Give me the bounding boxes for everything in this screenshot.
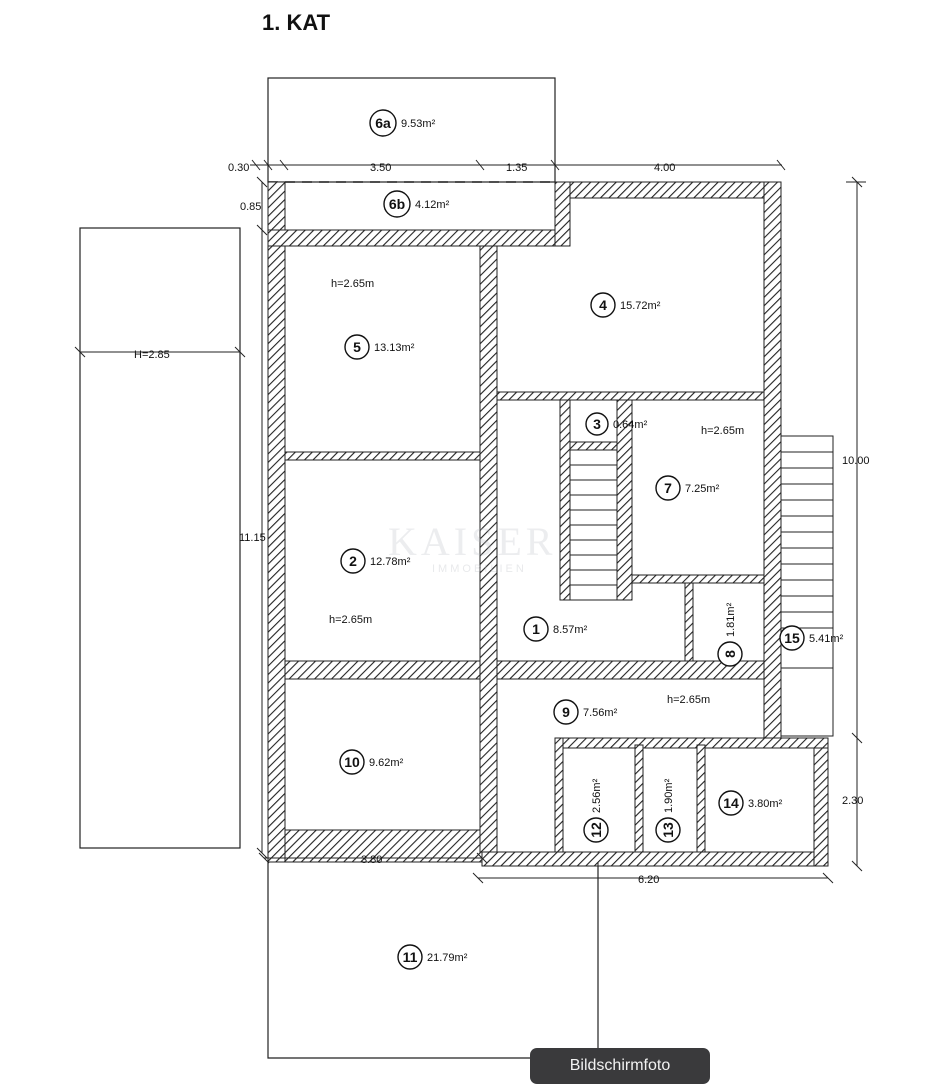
room-number: 14	[723, 795, 739, 811]
interior-walls	[284, 245, 765, 853]
room-label-14: 14 3.80m²	[718, 790, 783, 816]
room-number-circle	[340, 548, 366, 574]
room-label-11: 11 21.79m²	[397, 944, 468, 970]
room-area: 0.64m²	[613, 419, 648, 431]
room-number: 9	[562, 704, 570, 720]
room-number-circle	[585, 412, 609, 436]
watermark-brand: KAISER	[388, 519, 556, 564]
room-number-circle	[717, 641, 743, 667]
room-number-circle	[344, 334, 370, 360]
dim-left-total: 11.15	[239, 532, 266, 544]
room-number: 11	[403, 949, 418, 965]
room-area: 7.25m²	[685, 483, 720, 495]
room-label-4: 4 15.72m²	[590, 292, 661, 318]
dim-top-3: 4.00	[654, 162, 675, 174]
height-label-room5: h=2.65m	[331, 278, 374, 290]
room-label-1: 1 8.57m²	[523, 616, 588, 642]
room-label-2: 2 12.78m²	[340, 548, 411, 574]
dim-top-1: 3.50	[370, 162, 391, 174]
room-area: 8.57m²	[553, 624, 588, 636]
room-area: 1.90m²	[663, 778, 675, 813]
dim-top-0: 0.30	[228, 162, 249, 174]
room-number: 6b	[389, 196, 405, 212]
room-number: 5	[353, 339, 361, 355]
room-number: 4	[599, 297, 607, 313]
room-area: 1.81m²	[725, 602, 737, 637]
room-number-circle	[339, 749, 365, 775]
plan-title: 1. KAT	[262, 10, 331, 35]
height-labels: h=2.65m h=2.65m h=2.65m h=2.65m H=2.85	[134, 278, 744, 706]
terrace-left-outline	[79, 227, 241, 849]
dim-bottom-left: 3.80	[361, 854, 382, 866]
dim-right-main: 10.00	[842, 455, 870, 467]
screenshot-badge: Bildschirmfoto	[530, 1048, 710, 1084]
room-label-15: 15 5.41m²	[779, 625, 844, 651]
room-area: 21.79m²	[427, 952, 468, 964]
room-label-8: 8 1.81m²	[717, 602, 743, 667]
watermark-sub: IMMOBILIEN	[432, 563, 527, 575]
room-number: 3	[593, 416, 601, 432]
room-area: 15.72m²	[620, 300, 661, 312]
room-area: 5.41m²	[809, 633, 844, 645]
room-label-13: 13 1.90m²	[655, 778, 681, 843]
exterior-stairs	[780, 435, 834, 737]
room-number: 10	[344, 754, 360, 770]
room-number: 12	[588, 822, 604, 838]
room-label-6b: 6b 4.12m²	[383, 190, 450, 218]
room-area: 12.78m²	[370, 556, 411, 568]
room-area: 9.62m²	[369, 757, 404, 769]
room-label-9: 9 7.56m²	[553, 699, 618, 725]
room-area: 4.12m²	[415, 199, 450, 211]
dim-bottom-right: 6.20	[638, 874, 659, 886]
room-label-12: 12 2.56m²	[583, 778, 609, 843]
room-area: 7.56m²	[583, 707, 618, 719]
dim-right-lower: 2.30	[842, 795, 863, 807]
room-number-circle	[383, 190, 411, 218]
room-number: 2	[349, 553, 357, 569]
room-area: 3.80m²	[748, 798, 783, 810]
room-label-10: 10 9.62m²	[339, 749, 404, 775]
room-number: 1	[532, 621, 540, 637]
room-label-7: 7 7.25m²	[655, 475, 720, 501]
dimension-texts: 0.30 3.50 1.35 4.00 0.85 11.15 10.00 2.3…	[228, 162, 870, 886]
room-number: 13	[660, 822, 676, 838]
room-label-5: 5 13.13m²	[344, 334, 415, 360]
interior-stairs	[569, 449, 618, 601]
room-area: 13.13m²	[374, 342, 415, 354]
room-number-circle	[590, 292, 616, 318]
room-area: 2.56m²	[591, 778, 603, 813]
room-number-circle	[655, 817, 681, 843]
room-number-circle	[397, 944, 423, 970]
height-label-room7: h=2.65m	[701, 425, 744, 437]
dim-top-2: 1.35	[506, 162, 527, 174]
height-label-room9: h=2.65m	[667, 694, 710, 706]
room-number-circle	[718, 790, 744, 816]
dimension-lines	[74, 159, 866, 884]
room-label-3: 3 0.64m²	[585, 412, 648, 436]
room-number-circle	[583, 817, 609, 843]
room-number: 6a	[375, 115, 391, 131]
room-number-circle	[369, 109, 397, 137]
outer-walls	[267, 181, 829, 867]
room-number: 8	[722, 650, 738, 658]
room-area: 9.53m²	[401, 118, 436, 130]
room-number: 15	[784, 630, 800, 646]
room-label-6a: 6a 9.53m²	[369, 109, 436, 137]
room-number-circle	[523, 616, 549, 642]
dim-left-offset: 0.85	[240, 201, 261, 213]
room-number-circle	[553, 699, 579, 725]
height-label-terrace: H=2.85	[134, 349, 170, 361]
room-labels: 6a 9.53m² 6b 4.12m² 4 15.72m² 5 13.13m² 3 0.64m² 7…	[339, 109, 844, 970]
room-number-circle	[655, 475, 681, 501]
height-label-room2: h=2.65m	[329, 614, 372, 626]
room-number: 7	[664, 480, 672, 496]
room-number-circle	[779, 625, 805, 651]
